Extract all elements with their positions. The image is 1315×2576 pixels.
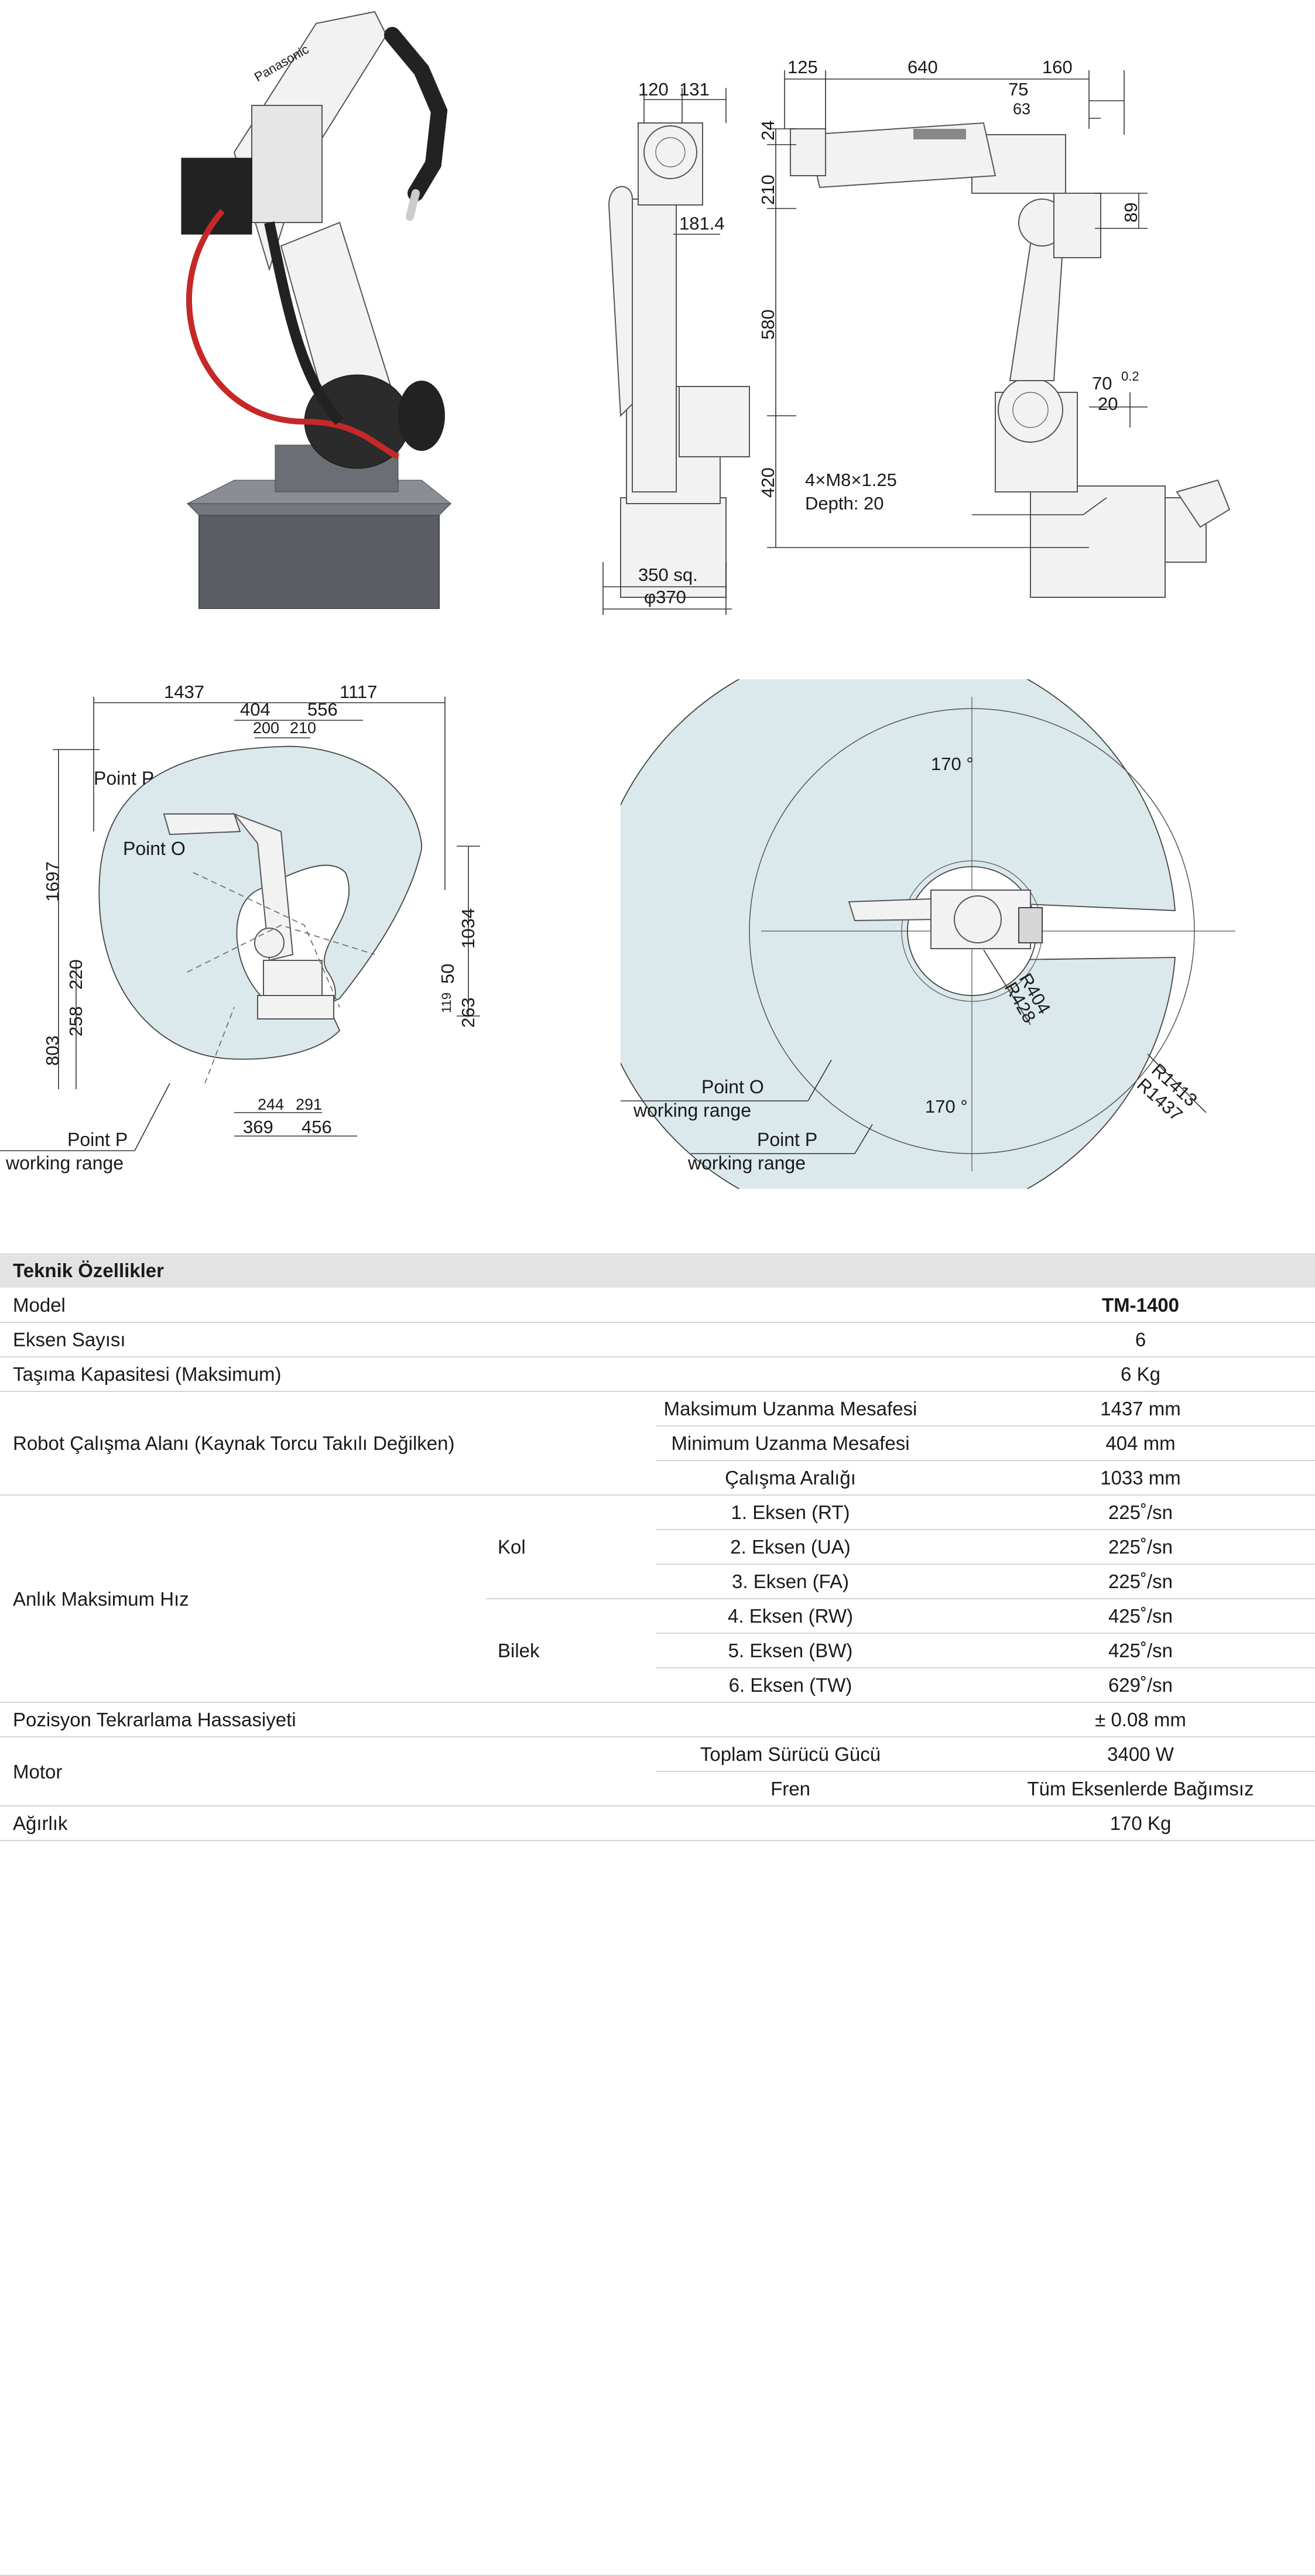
speed-val: 225˚/sn (1108, 1571, 1173, 1592)
speed-val: 425˚/sn (1108, 1640, 1173, 1661)
dim-291: 291 (296, 1096, 322, 1113)
dim-420: 420 (758, 467, 778, 498)
side-view-drawing: 120 131 125 640 160 75 63 210 24 89 181.… (602, 57, 1231, 615)
dim-20: 20 (1098, 394, 1118, 414)
weight-value: 170 Kg (1109, 1812, 1172, 1834)
dim-210: 210 (290, 719, 316, 737)
speed-val: 225˚/sn (1108, 1501, 1173, 1523)
model-label: Model (13, 1294, 66, 1316)
wrist-label: Bilek (498, 1640, 540, 1661)
area-sub: Maksimum Uzanma Mesafesi (663, 1398, 917, 1419)
motor-sub: Toplam Sürücü Gücü (700, 1743, 881, 1765)
dim-370: φ370 (644, 587, 686, 607)
repeat-label: Pozisyon Tekrarlama Hassasiyeti (13, 1709, 296, 1730)
motor-val: Tüm Eksenlerde Bağımsız (1027, 1778, 1254, 1800)
area-label: Robot Çalışma Alanı (Kaynak Torcu Takılı… (13, 1432, 455, 1454)
speed-val: 629˚/sn (1108, 1674, 1173, 1696)
area-val: 1033 mm (1100, 1467, 1181, 1489)
dim-125: 125 (787, 57, 818, 77)
dim-580: 580 (758, 309, 778, 340)
point-p-label: Point P (94, 768, 154, 789)
area-val: 1437 mm (1100, 1398, 1181, 1419)
point-o-label: Point O (123, 838, 186, 859)
dim-1117: 1117 (340, 682, 377, 702)
payload-value: 6 Kg (1121, 1363, 1160, 1385)
p-range-line2: working range (5, 1152, 124, 1174)
model-value: TM-1400 (1101, 1294, 1180, 1316)
dim-89: 89 (1121, 203, 1141, 223)
speed-sub: 2. Eksen (UA) (730, 1536, 851, 1558)
dim-640: 640 (908, 57, 938, 77)
dim-1437: 1437 (164, 682, 204, 702)
row-motor: Motor Toplam Sürücü Gücü 3400 W Fren Tüm… (0, 1737, 1315, 1806)
dim-181-4: 181.4 (679, 213, 725, 234)
dim-119: 119 (439, 993, 454, 1013)
speed-val: 425˚/sn (1108, 1605, 1173, 1627)
dim-404: 404 (240, 699, 270, 720)
spec-header: Teknik Özellikler (0, 1253, 1315, 1288)
bolt-spec: 4×M8×1.25 (805, 470, 897, 490)
repeat-value: ± 0.08 mm (1095, 1709, 1186, 1730)
dim-263: 263 (458, 997, 478, 1028)
motor-label: Motor (13, 1761, 63, 1783)
arm-label: Kol (498, 1536, 526, 1558)
angle-bottom: 170 ° (925, 1096, 968, 1117)
dim-160: 160 (1042, 57, 1073, 77)
area-sub: Çalışma Aralığı (725, 1467, 856, 1489)
dim-tol: 0.2 (1121, 369, 1139, 384)
o-range-line2: working range (633, 1100, 751, 1121)
dim-120: 120 (638, 79, 669, 100)
area-val: 404 mm (1105, 1432, 1176, 1454)
dim-63: 63 (1013, 100, 1030, 118)
dim-1034: 1034 (458, 908, 478, 949)
dim-131: 131 (679, 79, 710, 100)
o-range-line1: Point O (701, 1076, 764, 1097)
axes-label: Eksen Sayısı (13, 1329, 126, 1350)
p-range-line1: Point P (67, 1129, 128, 1150)
dim-456: 456 (302, 1117, 332, 1137)
row-area: Robot Çalışma Alanı (Kaynak Torcu Takılı… (0, 1391, 1315, 1495)
dim-24: 24 (758, 121, 778, 141)
dim-70: 70 (1092, 373, 1112, 394)
dim-1697: 1697 (42, 861, 63, 902)
angle-top: 170 ° (931, 754, 974, 774)
row-speed: Anlık Maksimum Hız Kol Bilek 1. Eksen (R… (0, 1495, 1315, 1702)
motor-sub: Fren (770, 1778, 810, 1800)
weight-label: Ağırlık (13, 1812, 68, 1834)
front-view (608, 122, 750, 598)
bolt-depth: Depth: 20 (805, 493, 883, 514)
dim-75: 75 (1008, 79, 1028, 100)
speed-val: 225˚/sn (1108, 1536, 1173, 1558)
p-range-top-line1: Point P (757, 1129, 817, 1150)
working-range-top: 170 ° 170 ° R404 R428 R1413 R1437 Point … (621, 679, 1311, 1189)
dim-244: 244 (258, 1096, 284, 1113)
side-view (790, 122, 1231, 598)
area-sub: Minimum Uzanma Mesafesi (671, 1432, 910, 1454)
dim-369: 369 (243, 1117, 273, 1137)
dim-220: 220 (66, 959, 86, 990)
robot-photo: Panasonic (181, 11, 452, 609)
speed-sub: 5. Eksen (BW) (728, 1640, 853, 1661)
spec-title: Teknik Özellikler (13, 1260, 165, 1281)
dim-258: 258 (66, 1006, 86, 1036)
speed-sub: 3. Eksen (FA) (732, 1571, 849, 1592)
dim-350sq: 350 sq. (638, 565, 698, 585)
dim-803: 803 (42, 1035, 63, 1066)
speed-sub: 4. Eksen (RW) (728, 1605, 853, 1627)
speed-sub: 6. Eksen (TW) (728, 1674, 852, 1696)
p-range-top-line2: working range (687, 1152, 806, 1174)
speed-label: Anlık Maksimum Hız (13, 1588, 189, 1610)
working-range-side: 1437 1117 404 556 200 210 1697 220 258 8… (0, 682, 480, 1174)
dim-50: 50 (437, 964, 458, 984)
dim-200: 200 (253, 719, 279, 737)
dim-556: 556 (307, 699, 338, 720)
speed-sub: 1. Eksen (RT) (731, 1501, 850, 1523)
motor-val: 3400 W (1107, 1743, 1174, 1765)
payload-label: Taşıma Kapasitesi (Maksimum) (13, 1363, 282, 1385)
axes-value: 6 (1135, 1329, 1146, 1350)
dim-210: 210 (758, 175, 778, 205)
